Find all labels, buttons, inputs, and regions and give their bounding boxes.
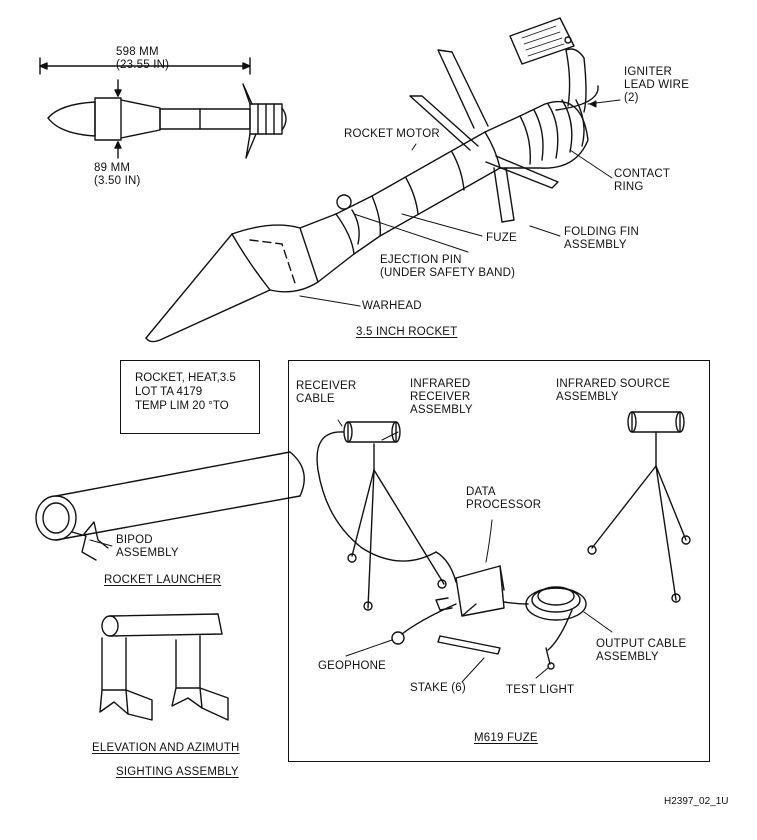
infrared-source-line1: INFRARED SOURCE	[556, 378, 671, 390]
length-mm-label: 598 MM	[116, 46, 159, 58]
contact-ring-line1: CONTACT	[614, 168, 671, 180]
igniter-lead-wire-line3: (2)	[624, 92, 639, 104]
infrared-source-line2: ASSEMBLY	[556, 391, 619, 403]
output-cable-line1: OUTPUT CABLE	[596, 638, 687, 650]
igniter-lead-wire-line1: IGNITER	[624, 66, 673, 78]
ejection-pin-line2: (UNDER SAFETY BAND)	[380, 267, 516, 279]
infrared-receiver-label: INFRARED RECEIVER ASSEMBLY	[410, 378, 473, 417]
warhead-label: WARHEAD	[362, 300, 422, 312]
diameter-in-label: (3.50 IN)	[94, 175, 141, 187]
length-in-label: (23.55 IN)	[116, 59, 170, 71]
output-cable-assembly-label: OUTPUT CABLE ASSEMBLY	[596, 638, 686, 664]
data-processor-label: DATA PROCESSOR	[466, 486, 541, 512]
figure-code: H2397_02_1U	[664, 796, 729, 807]
infrared-receiver-line1: INFRARED	[410, 378, 471, 390]
sighting-caption-line2: SIGHTING ASSEMBLY	[116, 766, 239, 778]
diameter-mm-label: 89 MM	[94, 162, 131, 174]
output-cable-line2: ASSEMBLY	[596, 651, 659, 663]
rocket-launcher	[35, 451, 305, 561]
rocket-assembly	[145, 17, 599, 343]
ejection-pin-label: EJECTION PIN (UNDER SAFETY BAND)	[380, 254, 515, 280]
infrared-receiver-line3: ASSEMBLY	[410, 404, 473, 416]
rocket-motor-label: ROCKET MOTOR	[344, 128, 440, 140]
m619-caption: M619 FUZE	[474, 732, 538, 744]
length-dimension: 598 MM (23.55 IN)	[116, 46, 169, 72]
contact-ring-line2: RING	[614, 181, 644, 193]
folding-fin-line2: ASSEMBLY	[564, 239, 627, 251]
bipod-line1: BIPOD	[116, 534, 153, 546]
data-processor-line2: PROCESSOR	[466, 499, 542, 511]
rocket-marking-box: ROCKET, HEAT,3.5 LOT TA 4179 TEMP LIM 20…	[120, 360, 260, 434]
rocket-marking-line1: ROCKET, HEAT,3.5	[135, 372, 236, 384]
contact-ring-label: CONTACT RING	[614, 168, 670, 194]
geophone-label: GEOPHONE	[318, 660, 387, 672]
sighting-assembly	[99, 613, 229, 721]
diameter-dimension: 89 MM (3.50 IN)	[94, 162, 141, 188]
rocket-marking-line2: LOT TA 4179	[135, 386, 203, 398]
folding-fin-assembly-label: FOLDING FIN ASSEMBLY	[564, 226, 639, 252]
bipod-assembly-label: BIPOD ASSEMBLY	[116, 534, 179, 560]
bipod-line2: ASSEMBLY	[116, 547, 179, 559]
igniter-lead-wire-line2: LEAD WIRE	[624, 79, 690, 91]
sighting-caption-line1: ELEVATION AND AZIMUTH	[92, 742, 240, 754]
receiver-cable-line2: CABLE	[296, 393, 335, 405]
m619-fuze-panel	[288, 360, 710, 762]
rocket-marking-line3: TEMP LIM 20 °TO	[135, 400, 229, 412]
ejection-pin-line1: EJECTION PIN	[380, 254, 462, 266]
m619-fuze-items	[316, 411, 691, 683]
data-processor-line1: DATA	[466, 486, 496, 498]
stake-label: STAKE (6)	[410, 682, 466, 694]
test-light-label: TEST LIGHT	[506, 684, 575, 696]
igniter-lead-wire-label: IGNITER LEAD WIRE (2)	[624, 66, 689, 105]
rocket-leaders	[299, 99, 621, 307]
receiver-cable-label: RECEIVER CABLE	[296, 380, 356, 406]
receiver-cable-line1: RECEIVER	[296, 380, 357, 392]
infrared-receiver-line2: RECEIVER	[410, 391, 471, 403]
rocket-side-view	[39, 57, 287, 159]
fuze-label: FUZE	[486, 232, 517, 244]
rocket-caption: 3.5 INCH ROCKET	[356, 326, 458, 338]
infrared-source-label: INFRARED SOURCE ASSEMBLY	[556, 378, 670, 404]
folding-fin-line1: FOLDING FIN	[564, 226, 640, 238]
rocket-launcher-caption: ROCKET LAUNCHER	[104, 574, 222, 586]
